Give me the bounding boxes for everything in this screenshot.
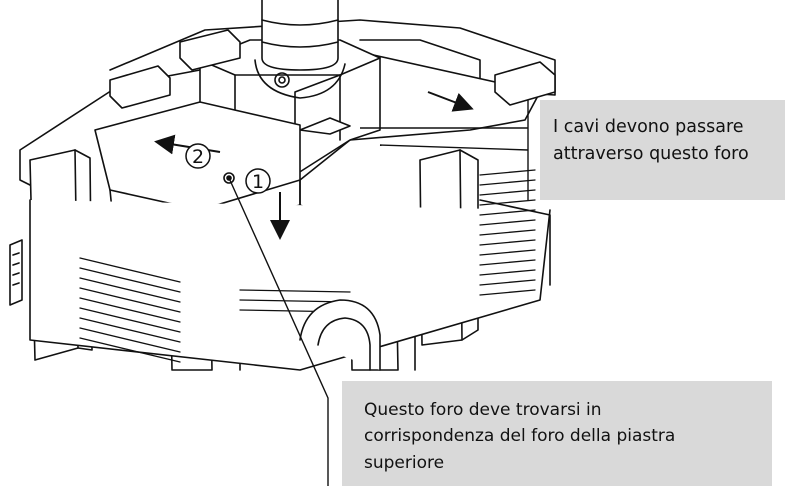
cooling-fins xyxy=(79,169,536,363)
bolt-icon xyxy=(274,72,290,88)
svg-text:2: 2 xyxy=(192,146,204,168)
leader-lines xyxy=(228,100,529,486)
step-marker-1: 1 xyxy=(245,168,271,194)
lens xyxy=(299,299,381,371)
callout-hole-alignment: Questo foro deve trovarsi in corrisponde… xyxy=(342,381,772,486)
pole xyxy=(261,0,339,71)
step-marker-2: 2 xyxy=(185,143,211,169)
callout-hole-line-2: corrispondenza del foro della piastra xyxy=(364,426,676,447)
callout-cable-line-1: I cavi devono passare xyxy=(553,117,744,137)
hole-callout-leader xyxy=(228,177,329,486)
callout-cable-routing: I cavi devono passare attraverso questo … xyxy=(540,100,785,200)
slide-right-arrow-icon xyxy=(427,91,474,112)
callout-cable-line-2: attraverso questo foro xyxy=(553,144,749,165)
callout-hole-line-1: Questo foro deve trovarsi in xyxy=(364,400,602,420)
callout-hole-line-3: superiore xyxy=(364,452,445,473)
svg-text:1: 1 xyxy=(252,171,264,193)
